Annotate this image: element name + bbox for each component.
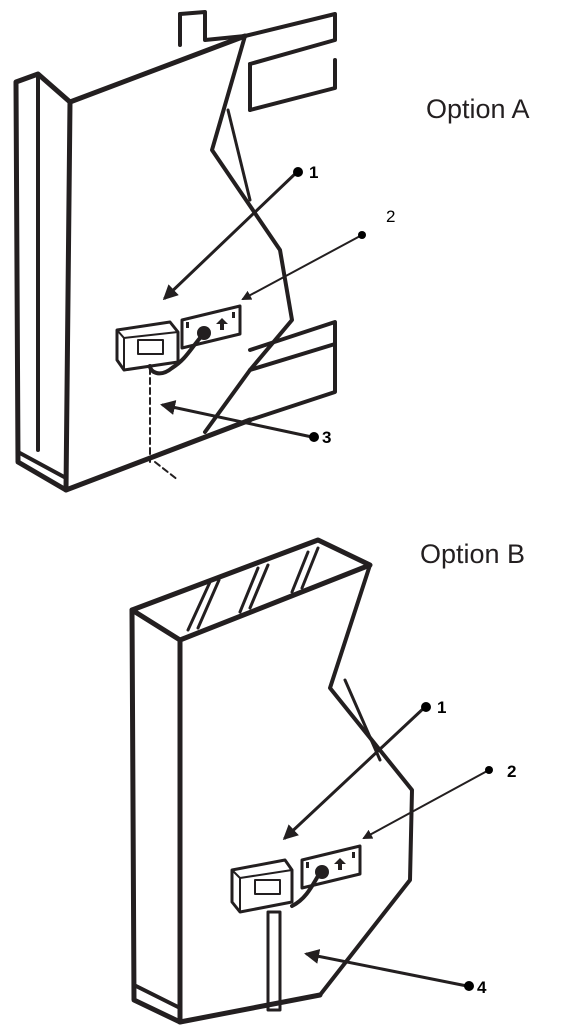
- option-b-callout-1-label: 1: [437, 698, 446, 717]
- option-a-callout-1-dot: [293, 167, 303, 177]
- option-a-callout-2-dot: [358, 231, 366, 239]
- option-a-callout-1-line: [162, 170, 299, 301]
- option-b-callout-4-line: [304, 948, 469, 988]
- option-b-callout-4-dot: [464, 981, 474, 991]
- option-b-callouts: [282, 702, 493, 991]
- option-a-beam: [178, 10, 337, 422]
- option-a-callout-3-line: [160, 400, 314, 439]
- option-a-callout-2-line: [241, 234, 363, 300]
- option-b-wall: [129, 563, 414, 1025]
- option-a-callouts: [160, 167, 366, 442]
- option-b-callout-2-dot: [485, 766, 493, 774]
- option-b-callout-1-dot: [421, 702, 431, 712]
- option-b-callout-2-label: 2: [507, 762, 516, 781]
- option-b-trunking: [266, 910, 282, 1012]
- option-a-callout-2-label: 2: [386, 207, 395, 226]
- option-b-socket-plate: [290, 844, 362, 908]
- option-a-control-box: [115, 320, 180, 372]
- option-a-label: Option A: [426, 94, 530, 124]
- option-b-callout-4-label: 4: [477, 978, 487, 997]
- option-a-cable-route: [149, 367, 179, 481]
- option-a-diagram: Option A 1 2 3: [13, 10, 530, 493]
- option-a-callout-3-label: 3: [322, 428, 331, 447]
- option-b-control-box: [230, 858, 294, 914]
- option-b-label: Option B: [420, 539, 525, 569]
- option-a-callout-1-label: 1: [309, 163, 318, 182]
- option-b-top: [129, 537, 373, 643]
- option-a-socket-plate: [148, 304, 242, 376]
- option-a-callout-3-dot: [309, 432, 319, 442]
- option-b-diagram: Option B 1 2 4: [129, 537, 525, 1025]
- option-b-callout-1-line: [282, 705, 427, 841]
- option-b-callout-2-line: [362, 769, 490, 839]
- option-a-wall: [13, 33, 294, 493]
